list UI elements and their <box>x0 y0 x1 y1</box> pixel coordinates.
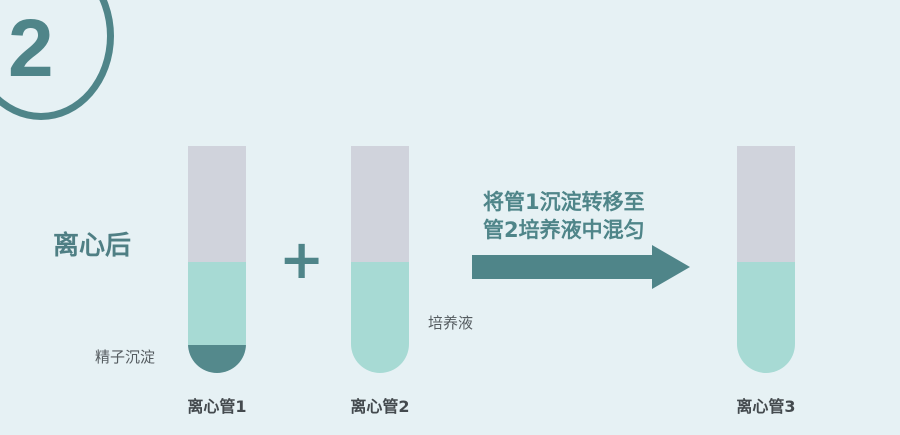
right-arrow-icon <box>472 245 690 289</box>
tube-liquid <box>351 262 409 373</box>
arrow-instruction-line-1: 将管1沉淀转移至 <box>483 190 645 214</box>
pellet-annotation: 精子沉淀 <box>95 348 156 366</box>
centrifuge-tube-2 <box>351 146 409 373</box>
tube-air <box>188 146 246 262</box>
arrow-instruction-line-2: 管2培养液中混匀 <box>483 218 645 242</box>
sperm-pellet <box>188 345 246 373</box>
tube-1-label: 离心管1 <box>187 397 247 416</box>
step-number: 2 <box>8 3 54 94</box>
tube-liquid <box>737 262 795 373</box>
centrifuge-tube-3 <box>737 146 795 373</box>
plus-sign: + <box>279 228 325 291</box>
step-circle <box>0 0 114 120</box>
arrow-instruction: 将管1沉淀转移至 管2培养液中混匀 <box>483 188 645 244</box>
tube-air <box>351 146 409 262</box>
tube-air <box>737 146 795 262</box>
tube-liquid <box>188 262 246 345</box>
tube-2-label: 离心管2 <box>350 397 410 416</box>
stage-label: 离心后 <box>53 231 132 261</box>
centrifuge-tube-1 <box>188 146 246 373</box>
culture-medium-annotation: 培养液 <box>428 314 474 332</box>
tube-3-label: 离心管3 <box>736 397 796 416</box>
